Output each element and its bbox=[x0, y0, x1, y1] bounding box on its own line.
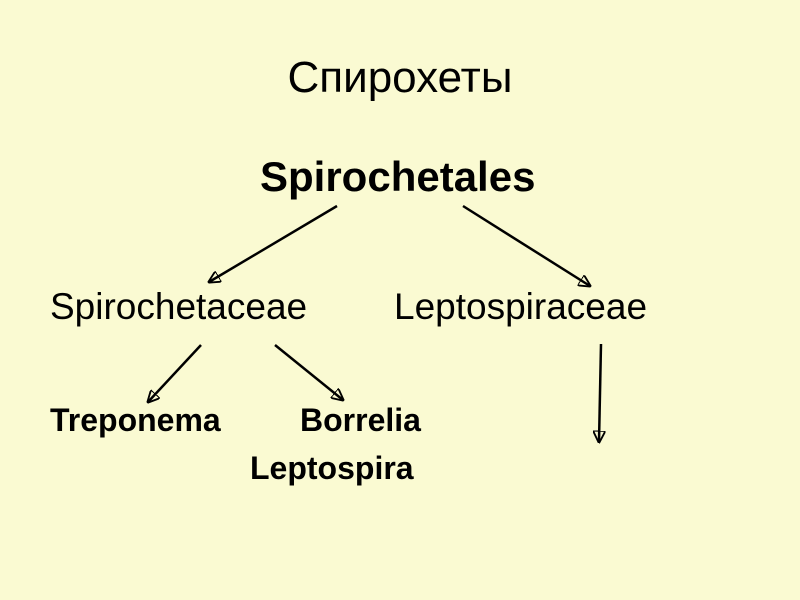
arrow-order-to-spirochetaceae bbox=[209, 204, 338, 282]
arrow-order-to-leptospiraceae bbox=[462, 204, 590, 286]
arrow-leptospiraceae-down bbox=[599, 343, 601, 442]
slide-title: Спирохеты bbox=[287, 53, 513, 102]
genus-label-borrelia: Borrelia bbox=[300, 402, 421, 438]
arrow-spirochetaceae-to-borrelia bbox=[274, 344, 343, 400]
order-label-spirochetales: Spirochetales bbox=[260, 153, 536, 200]
family-label-leptospiraceae: Leptospiraceae bbox=[394, 286, 648, 327]
genus-label-leptospira: Leptospira bbox=[250, 450, 414, 486]
arrow-spirochetaceae-to-treponema bbox=[148, 344, 202, 402]
family-label-spirochetaceae: Spirochetaceae bbox=[50, 286, 308, 327]
genus-label-treponema: Treponema bbox=[50, 402, 221, 438]
